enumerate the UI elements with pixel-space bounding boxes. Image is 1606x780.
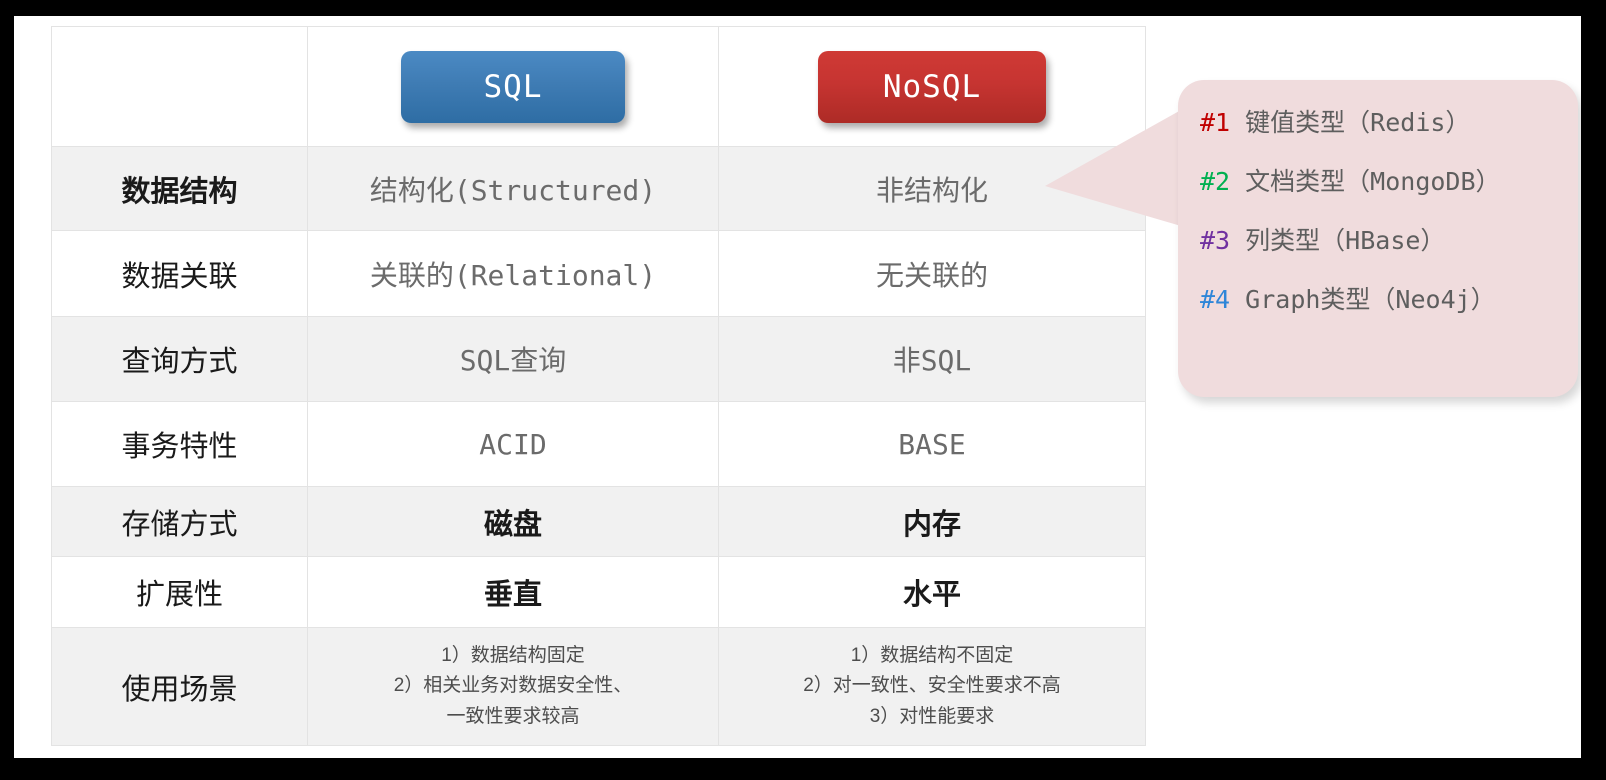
use-case-line: 3）对性能要求 [869,705,995,727]
use-case-line: 2）相关业务对数据安全性、 [393,675,633,697]
list-item-label: Graph类型（Neo4j） [1245,285,1496,314]
header-empty-cell [51,26,308,147]
sql-badge[interactable]: SQL [401,50,625,123]
list-item-label: 键值类型（Redis） [1245,108,1471,137]
row-label-transaction: 事务特性 [51,401,308,487]
sql-nosql-comparison-table: SQL NoSQL 数据结构 结构化(Structured) 非结构化 数据关联… [51,26,1146,746]
table-row: 使用场景 1）数据结构固定 2）相关业务对数据安全性、 一致性要求较高 1）数据… [51,627,1146,746]
table-header-row: SQL NoSQL [51,26,1146,147]
cell-sql-storage: 磁盘 [307,486,719,557]
list-item-number: #4 [1200,285,1231,314]
table-row: 事务特性 ACID BASE [51,401,1146,487]
cell-sql-scalability: 垂直 [307,556,719,628]
row-label-data-structure: 数据结构 [51,146,308,231]
nosql-types-list: #1 键值类型（Redis） #2 文档类型（MongoDB） #3 列类型（H… [1178,80,1578,312]
row-label-storage: 存储方式 [51,486,308,557]
list-item-number: #2 [1200,167,1231,196]
list-item-number: #3 [1200,226,1231,255]
list-item-label: 列类型（HBase） [1245,226,1446,255]
cell-sql-use-case: 1）数据结构固定 2）相关业务对数据安全性、 一致性要求较高 [307,627,719,746]
cell-nosql-query-method: 非SQL [718,316,1146,402]
cell-sql-data-relation: 关联的(Relational) [307,230,719,317]
cell-nosql-transaction: BASE [718,401,1146,487]
callout-tail-icon [1045,110,1181,226]
row-label-scalability: 扩展性 [51,556,308,628]
list-item-number: #1 [1200,108,1231,137]
table-row: 数据结构 结构化(Structured) 非结构化 [51,146,1146,231]
cell-sql-data-structure: 结构化(Structured) [307,146,719,231]
row-label-data-relation: 数据关联 [51,230,308,317]
table-row: 扩展性 垂直 水平 [51,556,1146,628]
header-nosql-cell: NoSQL [718,26,1146,147]
table-row: 查询方式 SQL查询 非SQL [51,316,1146,402]
nosql-badge[interactable]: NoSQL [818,50,1046,123]
nosql-types-callout: #1 键值类型（Redis） #2 文档类型（MongoDB） #3 列类型（H… [1178,80,1578,397]
row-label-query-method: 查询方式 [51,316,308,402]
use-case-line: 2）对一致性、安全性要求不高 [803,675,1061,697]
use-case-line: 一致性要求较高 [446,705,580,727]
list-item: #2 文档类型（MongoDB） [1200,169,1578,194]
cell-sql-transaction: ACID [307,401,719,487]
slide-canvas: SQL NoSQL 数据结构 结构化(Structured) 非结构化 数据关联… [14,16,1581,758]
cell-nosql-data-relation: 无关联的 [718,230,1146,317]
list-item: #3 列类型（HBase） [1200,228,1578,253]
list-item-label: 文档类型（MongoDB） [1245,167,1501,196]
row-label-use-case: 使用场景 [51,627,308,746]
cell-sql-query-method: SQL查询 [307,316,719,402]
cell-nosql-scalability: 水平 [718,556,1146,628]
cell-nosql-use-case: 1）数据结构不固定 2）对一致性、安全性要求不高 3）对性能要求 [718,627,1146,746]
cell-nosql-storage: 内存 [718,486,1146,557]
use-case-line: 1）数据结构固定 [441,644,585,666]
list-item: #1 键值类型（Redis） [1200,110,1578,135]
table-row: 存储方式 磁盘 内存 [51,486,1146,557]
list-item: #4 Graph类型（Neo4j） [1200,287,1578,312]
use-case-line: 1）数据结构不固定 [850,644,1014,666]
header-sql-cell: SQL [307,26,719,147]
table-row: 数据关联 关联的(Relational) 无关联的 [51,230,1146,317]
